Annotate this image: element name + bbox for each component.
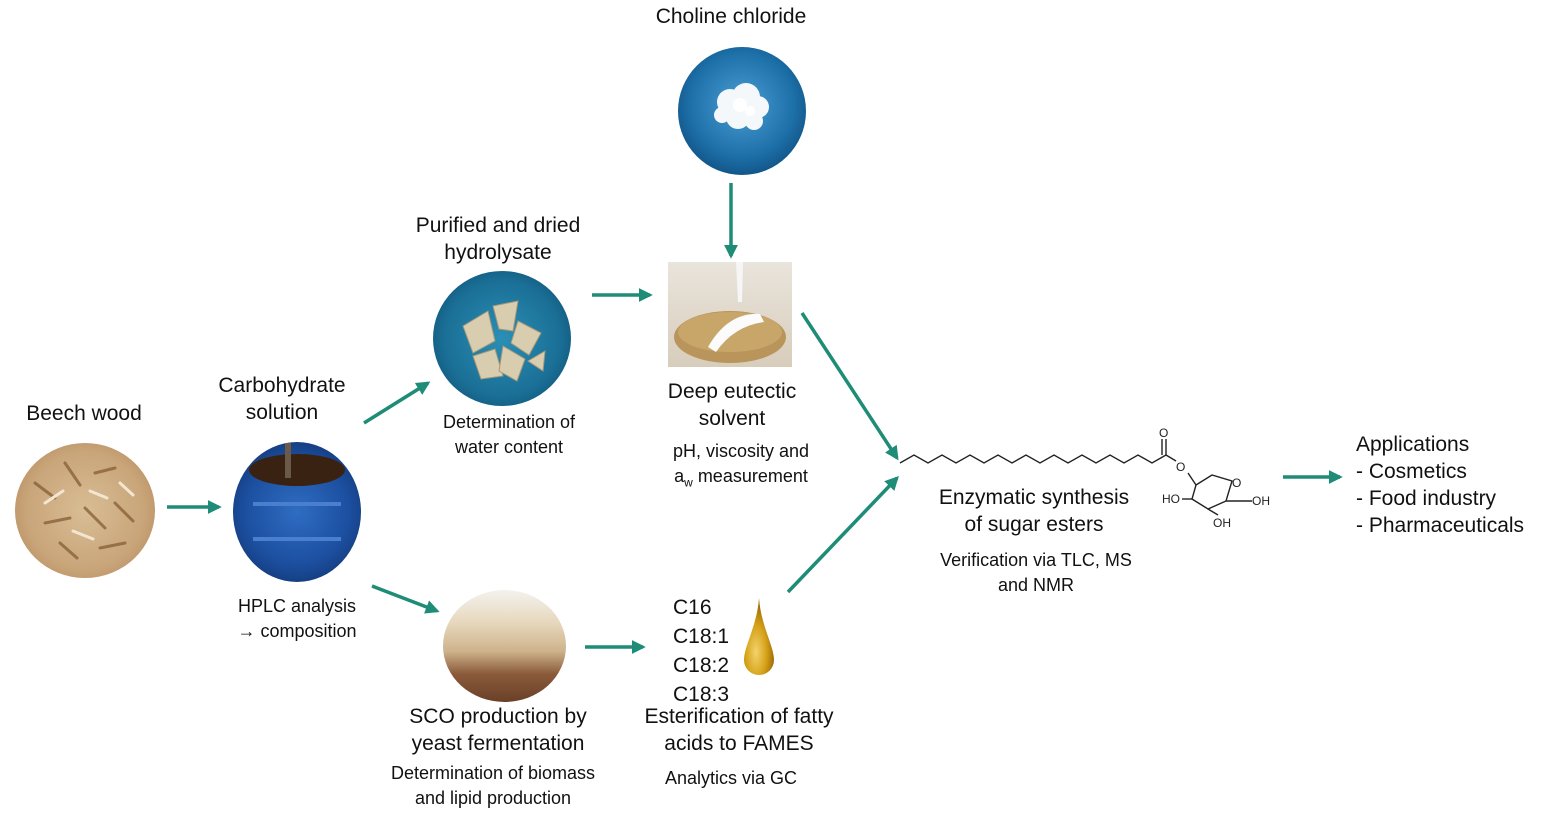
arrow-carb-to-hydro [363,381,431,425]
fatty-acid-c18-1: C18:1 [673,625,730,648]
hydro-label: Purified and dried hydrolysate [415,214,581,264]
choline-crystals-image [714,83,769,130]
fatty-note: Analytics via GC [664,768,798,788]
choline-label: Choline chloride [655,5,807,28]
wood-chips-image [33,461,135,560]
application-cosmetics: - Cosmetics [1356,460,1467,483]
fatty-acid-c18-3: C18:3 [673,683,730,706]
atom-ring-o: O [1232,476,1241,490]
applications-title: Applications [1356,433,1470,456]
applications-list: Applications - Cosmetics - Food industry… [1356,431,1524,539]
sco-note: Determination of biomass and lipid produ… [390,763,596,808]
arrow-des-to-enzymatic [800,312,899,461]
hydrolysate-flakes-image [462,300,546,382]
carb-photo [233,442,361,582]
atom-oh-right: OH [1252,494,1270,508]
enzymatic-note: Verification via TLC, MS and NMR [940,550,1132,595]
fatty-acid-list: C16 C18:1 C18:2 C18:3 [673,593,729,709]
barrel-image [249,442,345,541]
application-pharmaceuticals: - Pharmaceuticals [1356,514,1525,537]
arrow-carb-to-sco [371,584,440,614]
des-photo [668,262,792,367]
fatty-label: Esterification of fatty acids to FAMES [644,705,834,755]
sco-photo [443,590,566,702]
enzymatic-label: Enzymatic synthesis of sugar esters [938,486,1130,536]
atom-ester-o: O [1176,460,1185,474]
atom-ho: HO [1162,492,1180,506]
choline-photo [678,47,806,175]
atom-oh-bottom: OH [1213,516,1231,530]
des-beaker-image [674,262,786,363]
des-label: Deep eutectic solvent [667,380,797,430]
hydro-photo [433,271,571,406]
fatty-acid-c16: C16 [673,596,712,619]
application-food-industry: - Food industry [1356,487,1497,510]
hydro-note: Determination of water content [442,412,576,457]
fatty-acid-c18-2: C18:2 [673,654,730,677]
arrow-fatty-to-enzymatic [786,475,899,594]
atom-carbonyl-o: O [1159,426,1168,440]
carb-label: Carbohydrate solution [218,374,346,424]
carb-note: HPLC analysis → composition [237,596,357,641]
sugar-ester-structure: O O O HO OH OH [899,426,1270,530]
beech-photo [15,443,155,578]
oil-drop-icon [744,598,774,675]
des-note: pH, viscosity and aw measurement [672,441,810,490]
beech-label: Beech wood [26,402,142,425]
sco-label: SCO production by yeast fermentation [409,705,587,755]
